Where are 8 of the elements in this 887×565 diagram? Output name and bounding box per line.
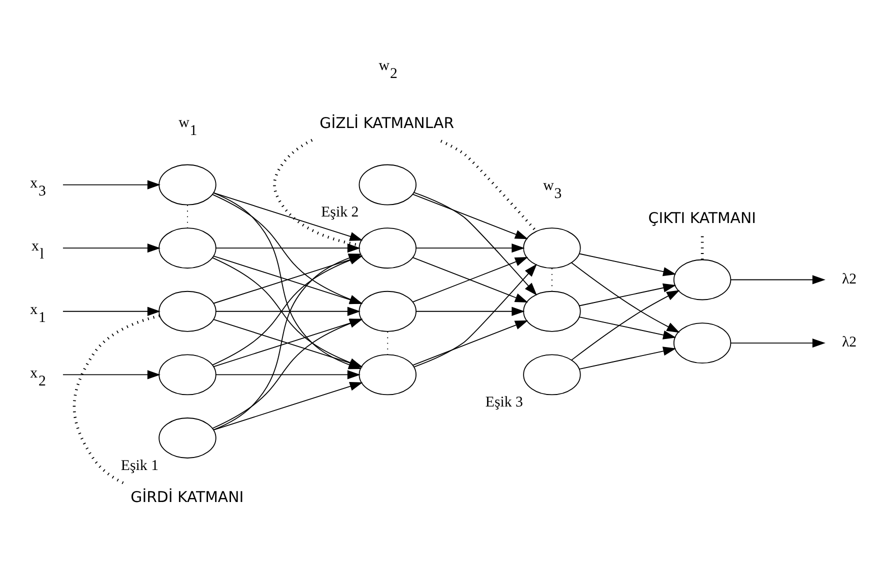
node-text: λ2	[842, 334, 857, 350]
node-text: GİZLİ KATMANLAR	[320, 113, 454, 132]
node-label: Eşik 1	[120, 457, 159, 474]
node-text: λ2	[842, 270, 857, 287]
node-label: Eşik 3	[485, 394, 524, 410]
node-label: Eşik 2	[321, 204, 359, 220]
node-text: ÇIKTI KATMANI	[648, 208, 756, 226]
node-text: GİRDİ KATMANI	[130, 488, 244, 506]
